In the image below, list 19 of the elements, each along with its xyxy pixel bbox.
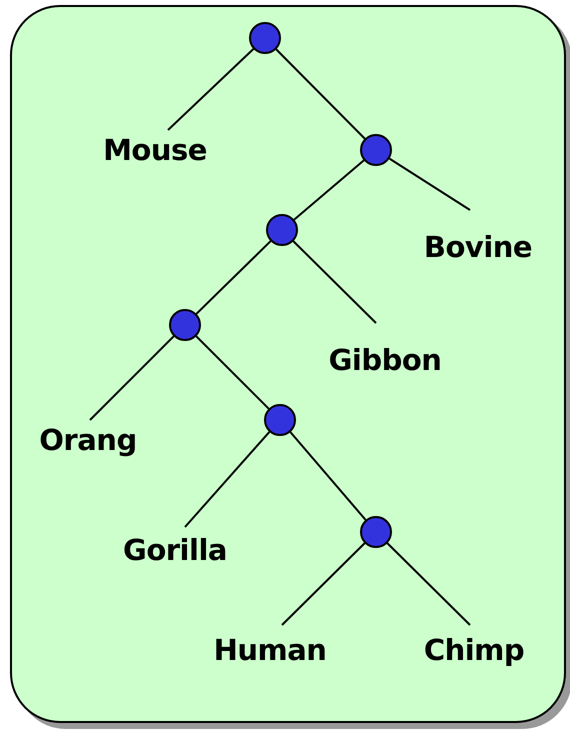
species-label: Bovine [424,233,532,262]
branch-line [292,240,377,324]
branch-line [196,336,270,410]
branch-line [89,336,174,421]
branch-line [294,160,364,220]
branch-line [281,542,366,626]
branch-line [167,48,254,131]
species-label: Human [214,636,326,665]
species-label: Gorilla [123,536,227,565]
species-label: Chimp [424,636,524,665]
species-label: Gibbon [328,346,442,375]
branch-line [276,48,366,140]
branch-line [184,431,270,528]
branch-line [196,240,272,315]
species-label: Mouse [103,136,207,165]
branch-line [290,432,366,520]
branch-line [386,542,471,626]
branch-line [388,158,471,211]
species-label: Orang [39,426,137,455]
